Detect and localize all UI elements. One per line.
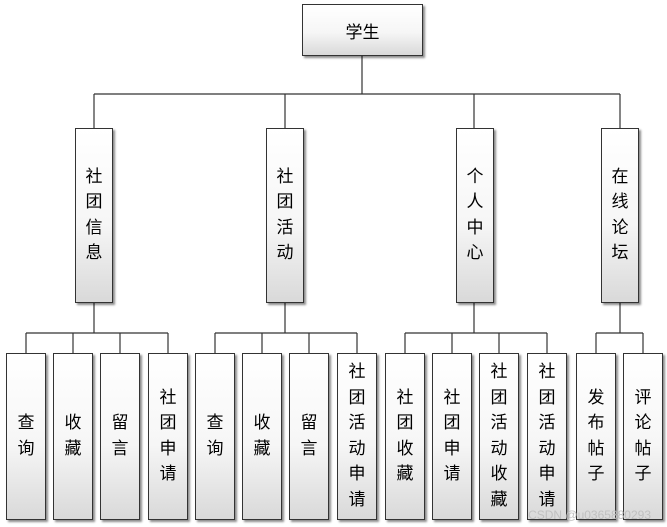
leaf-node: 社团活动申请 [337,353,377,520]
leaf-label: 社团申请 [443,387,461,485]
category-label: 个人中心 [466,166,484,264]
leaf-label: 留言 [111,413,129,459]
leaf-label: 社团申请 [159,387,177,485]
leaf-label: 查询 [17,413,35,459]
category-label: 在线论坛 [611,166,629,264]
category-node-club-activity: 社团活动 [266,128,304,303]
category-node-personal-center: 个人中心 [456,128,494,303]
leaf-node: 查询 [6,353,46,520]
leaf-node: 留言 [100,353,140,520]
leaf-node: 社团申请 [148,353,188,520]
category-label: 社团信息 [85,166,103,264]
leaf-label: 收藏 [64,413,82,459]
leaf-label: 社团活动收藏 [490,362,508,510]
leaf-label: 查询 [206,413,224,459]
leaf-label: 评论帖子 [634,387,652,485]
leaf-node: 收藏 [242,353,282,520]
leaf-node: 发布帖子 [576,353,616,520]
leaf-label: 留言 [300,413,318,459]
leaf-label: 收藏 [253,413,271,459]
root-label: 学生 [345,22,380,43]
leaf-node: 留言 [289,353,329,520]
leaf-label: 社团活动申请 [538,362,556,510]
leaf-label: 发布帖子 [587,387,605,485]
category-label: 社团活动 [276,166,294,264]
root-node: 学生 [302,4,423,56]
leaf-node: 社团活动收藏 [479,353,519,520]
watermark: CSDN @u0365880293 [528,508,651,522]
leaf-node: 社团申请 [432,353,472,520]
leaf-label: 社团收藏 [396,387,414,485]
leaf-node: 社团活动申请 [527,353,567,520]
leaf-node: 收藏 [53,353,93,520]
leaf-label: 社团活动申请 [348,362,366,510]
leaf-node: 社团收藏 [385,353,425,520]
category-node-club-info: 社团信息 [75,128,113,303]
leaf-node: 查询 [195,353,235,520]
leaf-node: 评论帖子 [623,353,663,520]
category-node-online-forum: 在线论坛 [601,128,639,303]
